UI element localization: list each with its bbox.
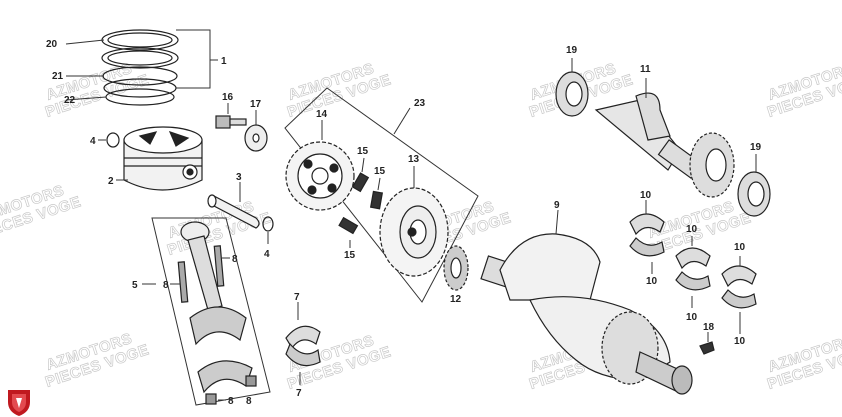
label-8c: 8 bbox=[228, 396, 234, 407]
label-10b: 10 bbox=[646, 276, 658, 287]
label-10f: 10 bbox=[734, 336, 746, 347]
ball-bearing-right[interactable] bbox=[737, 171, 771, 217]
label-9: 9 bbox=[554, 200, 560, 211]
crankshaft[interactable] bbox=[480, 233, 693, 395]
label-23: 23 bbox=[414, 98, 426, 109]
connecting-rod[interactable] bbox=[177, 221, 247, 346]
rod-nuts[interactable] bbox=[205, 375, 257, 405]
label-10a: 10 bbox=[640, 190, 652, 201]
label-10c: 10 bbox=[686, 224, 698, 235]
label-15b: 15 bbox=[374, 166, 386, 177]
label-22: 22 bbox=[64, 95, 76, 106]
gear-12[interactable] bbox=[443, 245, 469, 291]
label-5: 5 bbox=[132, 280, 138, 291]
label-1: 1 bbox=[221, 56, 227, 67]
label-16: 16 bbox=[222, 92, 234, 103]
label-17: 17 bbox=[250, 99, 262, 110]
conrod-bearings[interactable] bbox=[285, 325, 321, 367]
label-4b: 4 bbox=[264, 249, 270, 260]
bolt[interactable] bbox=[215, 115, 247, 129]
label-14: 14 bbox=[316, 109, 328, 120]
label-3: 3 bbox=[236, 172, 242, 183]
label-15a: 15 bbox=[357, 146, 369, 157]
label-2: 2 bbox=[108, 176, 114, 187]
piston[interactable] bbox=[123, 126, 203, 191]
label-8b: 8 bbox=[232, 254, 238, 265]
label-8a: 8 bbox=[163, 280, 169, 291]
piston-pin-clip[interactable] bbox=[106, 132, 120, 148]
label-19b: 19 bbox=[750, 142, 762, 153]
ball-bearing-left[interactable] bbox=[555, 71, 589, 117]
label-20: 20 bbox=[46, 39, 58, 50]
label-7a: 7 bbox=[294, 292, 300, 303]
label-11: 11 bbox=[640, 64, 651, 75]
piston-pin-clip[interactable] bbox=[262, 216, 274, 232]
piston-pin[interactable] bbox=[207, 194, 260, 229]
label-18: 18 bbox=[703, 322, 715, 333]
shield-logo-icon bbox=[8, 390, 30, 416]
watermark: AZMOTORS PIECES VOGE bbox=[43, 330, 152, 392]
woodruff-key[interactable] bbox=[699, 341, 715, 355]
watermark: AZMOTORS PIECES VOGE bbox=[285, 60, 394, 122]
label-21: 21 bbox=[52, 71, 64, 82]
part-labels: 20 21 22 1 4 2 16 17 3 4 5 8 8 8 8 7 7 1… bbox=[46, 39, 762, 407]
label-12: 12 bbox=[450, 294, 462, 305]
label-13: 13 bbox=[408, 154, 420, 165]
label-7b: 7 bbox=[296, 388, 302, 399]
label-19a: 19 bbox=[566, 45, 578, 56]
watermark: AZMOTORS PIECES VOGE bbox=[0, 182, 84, 244]
damper-springs[interactable] bbox=[338, 172, 384, 235]
label-8d: 8 bbox=[246, 396, 252, 407]
label-10d: 10 bbox=[686, 312, 698, 323]
label-10e: 10 bbox=[734, 242, 746, 253]
washer[interactable] bbox=[244, 124, 268, 152]
label-4: 4 bbox=[90, 136, 96, 147]
watermark: AZMOTORS PIECES VOGE bbox=[765, 60, 842, 122]
rod-cap[interactable] bbox=[197, 360, 253, 394]
watermark: AZMOTORS PIECES VOGE bbox=[43, 60, 152, 122]
gear-13[interactable] bbox=[379, 187, 449, 277]
balancer-shaft[interactable] bbox=[594, 92, 735, 198]
label-15c: 15 bbox=[344, 250, 356, 261]
main-bearing-shells[interactable] bbox=[629, 213, 757, 309]
gear-14[interactable] bbox=[285, 141, 355, 211]
watermark: AZMOTORS PIECES VOGE bbox=[765, 332, 842, 394]
